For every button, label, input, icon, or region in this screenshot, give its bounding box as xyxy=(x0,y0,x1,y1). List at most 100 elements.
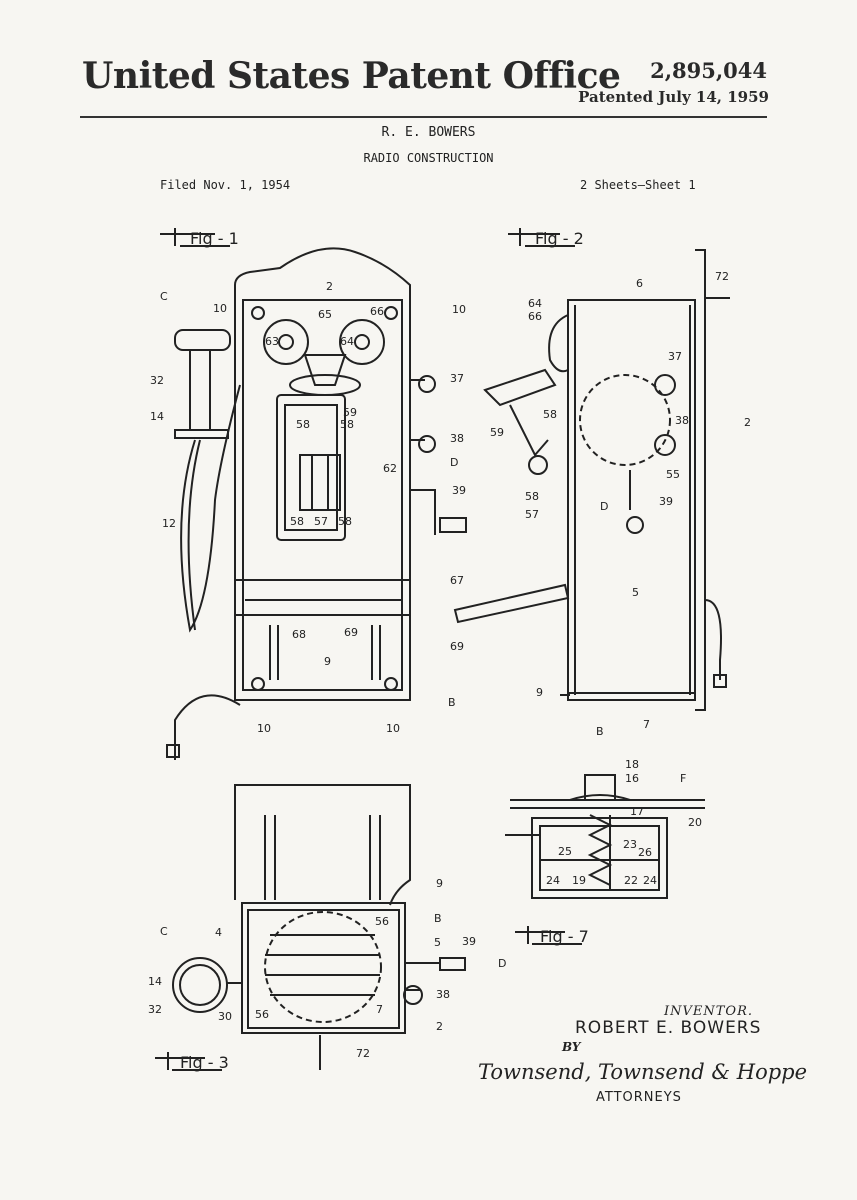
fig7-label-text: Fig - 7 xyxy=(540,927,589,946)
ref-numeral: 24 xyxy=(546,874,560,887)
ref-numeral: 69 xyxy=(450,640,464,653)
patent-title: RADIO CONSTRUCTION xyxy=(363,151,494,165)
ref-numeral: 9 xyxy=(536,686,543,699)
ref-numeral: 38 xyxy=(436,988,450,1001)
attorneys-label: ATTORNEYS xyxy=(596,1090,682,1105)
ref-numeral: 57 xyxy=(525,508,539,521)
ref-numeral: 7 xyxy=(643,718,650,731)
ref-numeral: 18 xyxy=(625,758,639,771)
ref-numeral: 37 xyxy=(450,372,464,385)
inventor-label: INVENTOR. xyxy=(664,1004,754,1019)
ref-numeral: 5 xyxy=(434,936,441,949)
ref-numeral: 2 xyxy=(326,280,333,293)
fig7-label: Fig - 7 xyxy=(515,926,589,946)
ref-numeral: 10 xyxy=(213,302,227,315)
ref-numeral: 67 xyxy=(450,574,464,587)
ref-numeral: 62 xyxy=(383,462,397,475)
by-label: BY xyxy=(562,1040,581,1054)
ref-numeral: 26 xyxy=(638,846,652,859)
ref-numeral: 32 xyxy=(150,374,164,387)
filed-date: Filed Nov. 1, 1954 xyxy=(160,178,291,192)
ref-numeral: D xyxy=(450,456,458,469)
ref-numeral: 12 xyxy=(162,517,176,530)
fig2-label: Fig - 2 xyxy=(508,228,584,248)
ref-numeral: 58 xyxy=(290,515,304,528)
ref-numeral: 56 xyxy=(375,915,389,928)
ref-numeral: 66 xyxy=(370,305,384,318)
ref-numeral: 32 xyxy=(148,1003,162,1016)
ref-numeral: 63 xyxy=(265,335,279,348)
ref-numeral: 58 xyxy=(338,515,352,528)
fig3-label: Fig - 3 xyxy=(155,1052,229,1072)
attorneys-signature: Townsend, Townsend & Hoppe xyxy=(478,1060,808,1084)
fig1-label-text: Fig - 1 xyxy=(190,229,239,248)
ref-numeral: 65 xyxy=(318,308,332,321)
patented-date: Patented July 14, 1959 xyxy=(578,88,769,106)
ref-numeral: 58 xyxy=(340,418,354,431)
office-title: United States Patent Office xyxy=(82,55,621,97)
ref-numeral: 64 xyxy=(528,297,542,310)
ref-numeral: 22 xyxy=(624,874,638,887)
ref-numeral: 6 xyxy=(636,277,643,290)
ref-numeral: 39 xyxy=(462,935,476,948)
ref-numeral: C xyxy=(160,925,168,938)
ref-numeral: 69 xyxy=(344,626,358,639)
ref-numeral: 10 xyxy=(257,722,271,735)
ref-numeral: 16 xyxy=(625,772,639,785)
ref-numeral: 2 xyxy=(744,416,751,429)
ref-numeral: 20 xyxy=(688,816,702,829)
fig1-ref-numerals: 2 10 10 C 63 65 66 64 32 37 14 59 58 58 … xyxy=(150,280,466,735)
ref-numeral: 9 xyxy=(324,655,331,668)
ref-numeral: B xyxy=(448,696,456,709)
ref-numeral: B xyxy=(596,725,604,738)
ref-numeral: 38 xyxy=(675,414,689,427)
inventor-header: R. E. BOWERS xyxy=(381,125,476,140)
ref-numeral: 5 xyxy=(632,586,639,599)
ref-numeral: 2 xyxy=(436,1020,443,1033)
ref-numeral: 7 xyxy=(376,1003,383,1016)
ref-numeral: 58 xyxy=(543,408,557,421)
patent-number: 2,895,044 xyxy=(650,58,767,83)
ref-numeral: 10 xyxy=(386,722,400,735)
ref-numeral: C xyxy=(160,290,168,303)
fig1-telephone-front xyxy=(166,247,467,760)
ref-numeral: D xyxy=(498,957,506,970)
ref-numeral: 10 xyxy=(452,303,466,316)
fig2-label-text: Fig - 2 xyxy=(535,229,584,248)
ref-numeral: 59 xyxy=(343,406,357,419)
fig7-ref-numerals: 18 16 F 17 20 25 23 26 24 19 22 24 xyxy=(546,758,702,887)
header-rule xyxy=(80,116,767,118)
fig2-ref-numerals: 6 72 64 66 37 58 38 2 59 55 58 D 39 57 5… xyxy=(450,270,751,738)
ref-numeral: 64 xyxy=(340,335,354,348)
ref-numeral: 23 xyxy=(623,838,637,851)
ref-numeral: 58 xyxy=(525,490,539,503)
ref-numeral: 39 xyxy=(452,484,466,497)
ref-numeral: 39 xyxy=(659,495,673,508)
ref-numeral: 59 xyxy=(490,426,504,439)
ref-numeral: 37 xyxy=(668,350,682,363)
ref-numeral: 72 xyxy=(715,270,729,283)
fig3-ref-numerals: 9 B 4 56 5 39 D C 14 32 30 56 7 38 2 72 xyxy=(148,877,506,1060)
ref-numeral: 57 xyxy=(314,515,328,528)
ref-numeral: 55 xyxy=(666,468,680,481)
fig1-label: Fig - 1 xyxy=(160,228,239,248)
fig2-telephone-side xyxy=(453,249,730,711)
fig3-label-text: Fig - 3 xyxy=(180,1053,229,1072)
ref-numeral: 68 xyxy=(292,628,306,641)
ref-numeral: 58 xyxy=(296,418,310,431)
sheet-count: 2 Sheets–Sheet 1 xyxy=(580,178,696,192)
ref-numeral: 38 xyxy=(450,432,464,445)
ref-numeral: 66 xyxy=(528,310,542,323)
ref-numeral: D xyxy=(600,500,608,513)
ref-numeral: 25 xyxy=(558,845,572,858)
fig7-detail-section xyxy=(505,774,705,899)
ref-numeral: 19 xyxy=(572,874,586,887)
ref-numeral: B xyxy=(434,912,442,925)
ref-numeral: 24 xyxy=(643,874,657,887)
ref-numeral: 9 xyxy=(436,877,443,890)
ref-numeral: 56 xyxy=(255,1008,269,1021)
ref-numeral: 14 xyxy=(150,410,164,423)
ref-numeral: 17 xyxy=(630,805,644,818)
